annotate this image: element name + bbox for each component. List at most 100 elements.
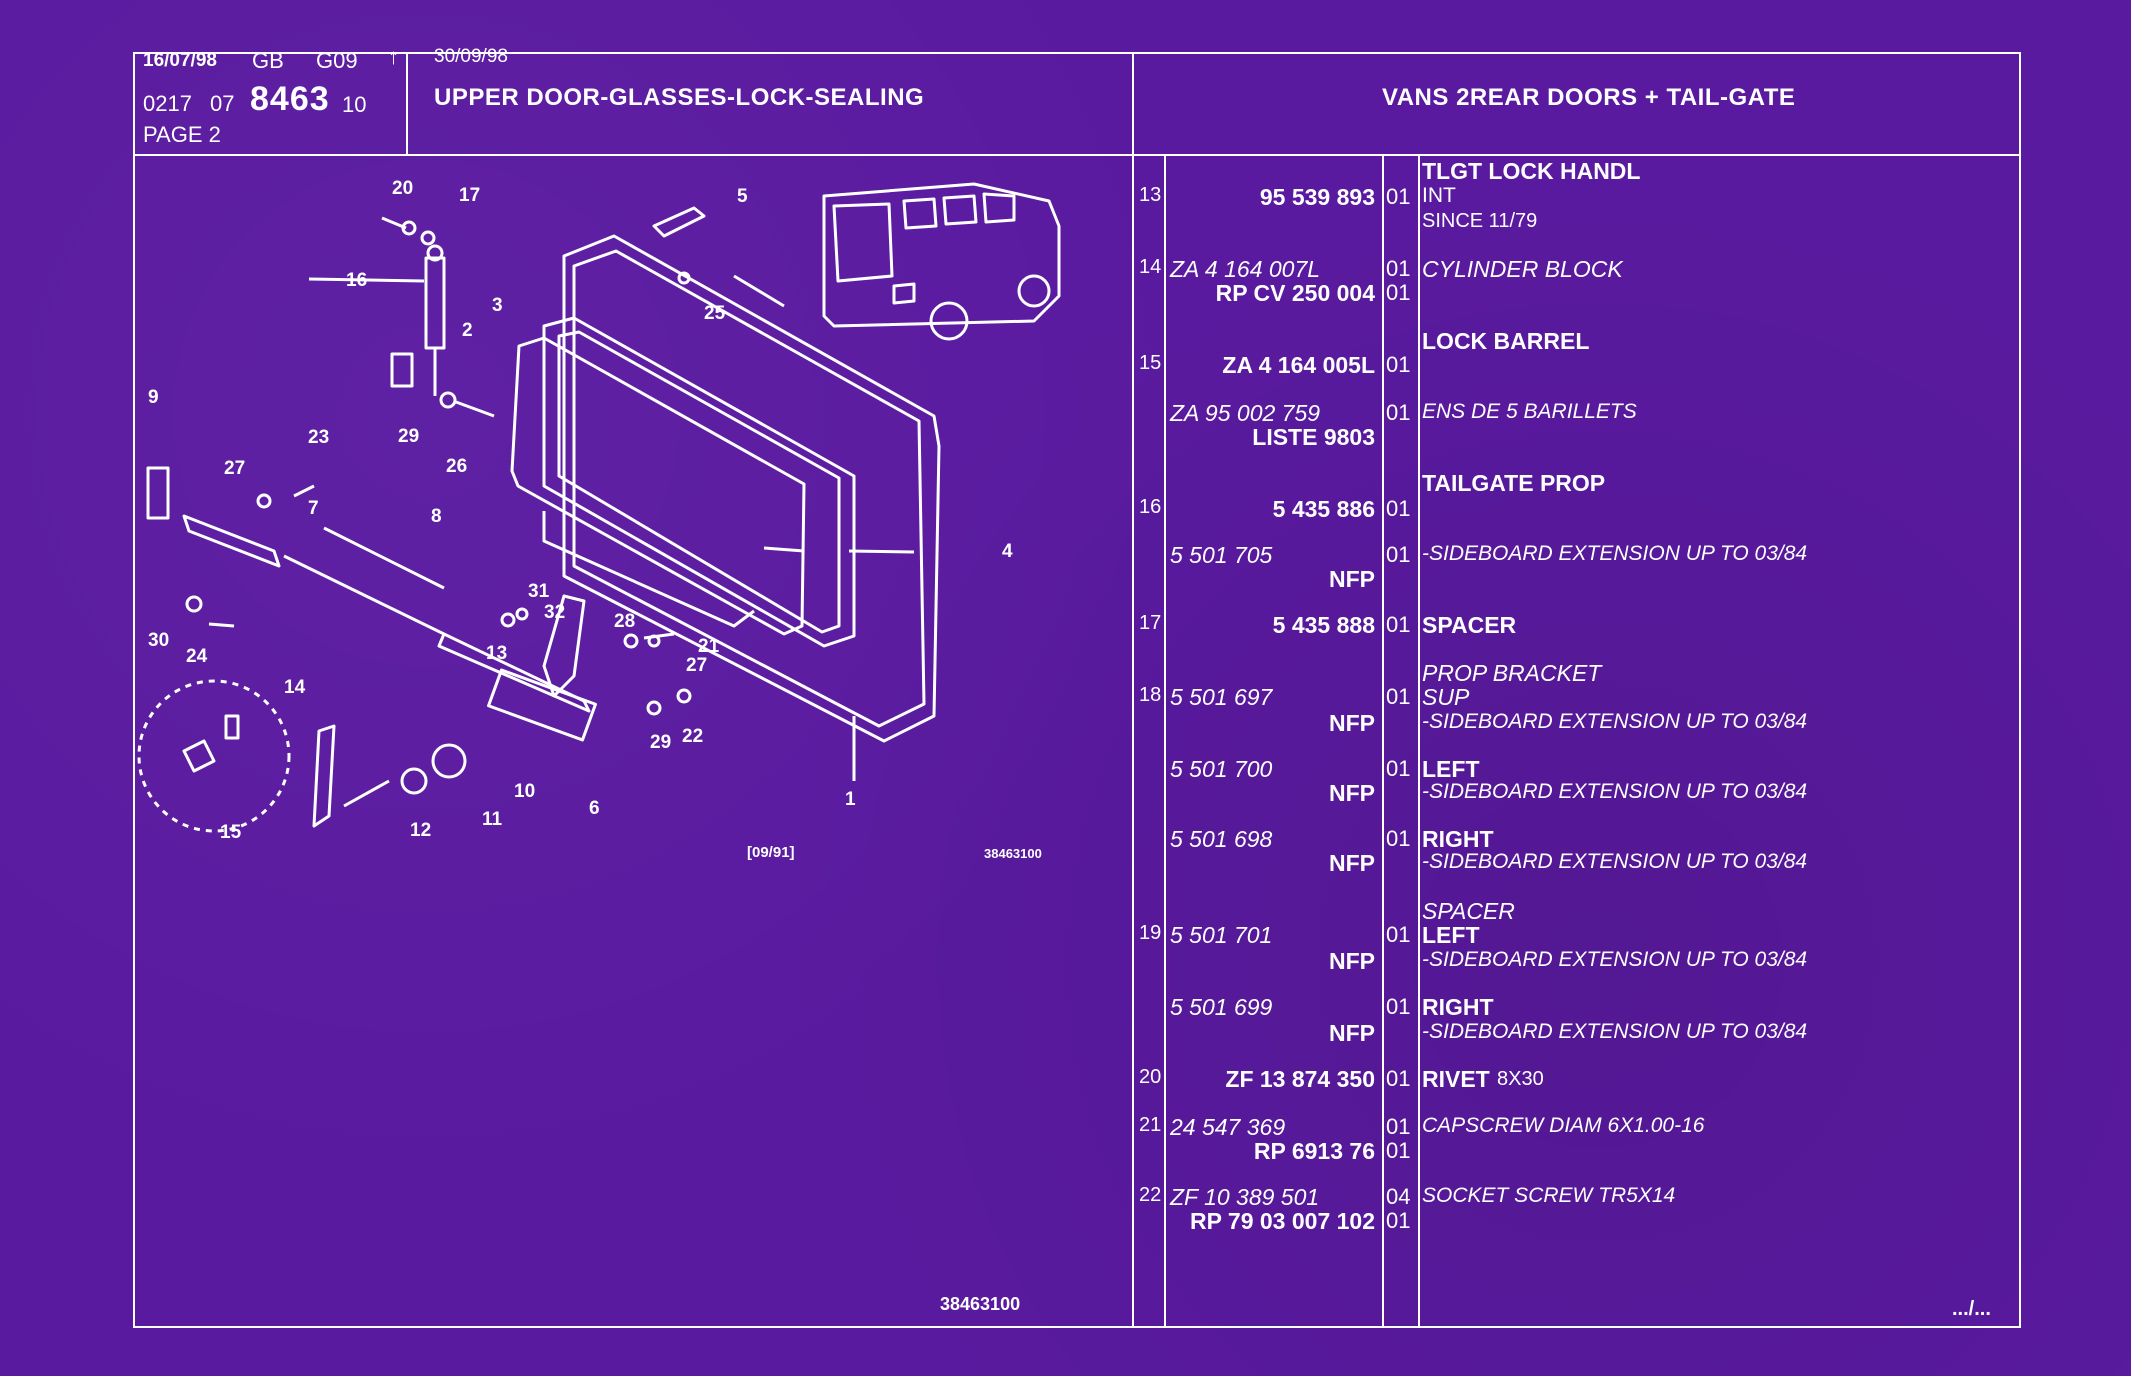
- callout-12: 12: [410, 820, 431, 841]
- diagram-ref-number: 38463100: [940, 1294, 1021, 1314]
- part-desc: -SIDEBOARD EXTENSION UP TO 03/84: [1422, 542, 1808, 565]
- part-ref-alt: NFP: [1329, 710, 1375, 736]
- part-qty: 01: [1386, 496, 1411, 521]
- handle-base-plate: [487, 668, 597, 742]
- callout-1: 1: [845, 789, 856, 810]
- callout-4: 4: [1002, 541, 1013, 562]
- part-qty: 01: [1386, 756, 1411, 781]
- group-code: G09: [316, 48, 358, 73]
- callout-32: 32: [544, 602, 565, 623]
- part-qty: 01: [1386, 184, 1411, 209]
- section-title: UPPER DOOR-GLASSES-LOCK-SEALING: [434, 84, 925, 111]
- part-qty: 01: [1386, 922, 1411, 947]
- lock-barrel-icon: [182, 739, 216, 773]
- code-a: 0217: [143, 91, 192, 116]
- callout-15: 15: [220, 822, 242, 843]
- model-title: VANS 2REAR DOORS + TAIL-GATE: [1382, 84, 1796, 111]
- exploded-parts-diagram: 20 17 16 3 2 5 25 9 23 27 29 26 7 8 4 31…: [137, 178, 1061, 843]
- part-ref-alt: RP CV 250 004: [1215, 280, 1375, 306]
- part-qty: 01: [1386, 400, 1411, 425]
- part-ref: 5 501 697: [1170, 684, 1273, 710]
- part-ref: 5 435 888: [1272, 612, 1375, 638]
- part-desc: CAPSCREW DIAM 6X1.00-16: [1422, 1114, 1705, 1137]
- part-desc-sub: -SIDEBOARD EXTENSION UP TO 03/84: [1422, 948, 1808, 971]
- part-desc: TAILGATE PROP: [1422, 470, 1606, 496]
- part-desc-note: SINCE 11/79: [1422, 210, 1538, 232]
- part-ref: ZA 4 164 007L: [1170, 256, 1321, 282]
- callout-9: 9: [148, 387, 159, 408]
- callout-27: 27: [224, 458, 245, 479]
- code-d: 10: [342, 92, 367, 117]
- part-ref-alt: NFP: [1329, 566, 1375, 592]
- callout-17: 17: [459, 185, 480, 206]
- diagram-date-stamp: [09/91]: [747, 844, 795, 861]
- part-qty: 04: [1386, 1184, 1411, 1209]
- part-qty: 01: [1386, 1066, 1411, 1091]
- main-divider: [1132, 52, 1134, 1328]
- callout-13: 13: [486, 643, 507, 664]
- continued-marker: .../...: [1952, 1298, 1991, 1320]
- part-ref: 95 539 893: [1259, 184, 1375, 210]
- callout-10: 10: [514, 781, 535, 802]
- lock-bracket: [182, 514, 281, 568]
- callout-7: 7: [308, 498, 319, 519]
- part-ref-alt: RP 6913 76: [1253, 1138, 1375, 1164]
- part-desc: RIVET: [1422, 1066, 1490, 1092]
- part-desc-sub: -SIDEBOARD EXTENSION UP TO 03/84: [1422, 1020, 1808, 1043]
- part-desc: SUP: [1422, 684, 1470, 710]
- part-desc: ENS DE 5 BARILLETS: [1422, 400, 1637, 423]
- part-ref: 5 501 701: [1170, 922, 1273, 948]
- callout-28: 28: [614, 611, 635, 632]
- sheet-number: 8463: [250, 80, 330, 118]
- item-number: 19: [1139, 922, 1162, 944]
- part-desc-sub: INT: [1422, 184, 1456, 207]
- callout-29: 29: [398, 426, 419, 447]
- part-qty: 01: [1386, 352, 1411, 377]
- callout-31: 31: [528, 581, 550, 602]
- part-qty: 01: [1386, 612, 1411, 637]
- code-b: 07: [210, 91, 235, 116]
- part-ref-alt: LISTE 9803: [1252, 424, 1375, 450]
- item-number: 22: [1139, 1184, 1162, 1206]
- part-ref: ZF 10 389 501: [1170, 1184, 1320, 1210]
- col-divider-num: [1164, 154, 1166, 1326]
- part-desc: RIGHT: [1422, 826, 1494, 852]
- callout-30: 30: [148, 630, 169, 651]
- callout-6: 6: [589, 798, 600, 819]
- callout-3: 3: [492, 295, 503, 316]
- header-underline-right: [1134, 154, 2020, 156]
- part-qty-alt: 01: [1386, 1208, 1411, 1233]
- catalog-sheet-frame: [133, 52, 2021, 1328]
- part-ref: ZA 4 164 005L: [1222, 352, 1375, 378]
- part-desc-sub: 8X30: [1497, 1068, 1544, 1090]
- print-date: 16/07/98: [143, 50, 217, 71]
- part-desc: SPACER: [1422, 898, 1515, 924]
- item-number: 21: [1139, 1114, 1162, 1136]
- part-desc: SOCKET SCREW TR5X14: [1422, 1184, 1676, 1207]
- callout-2: 2: [462, 320, 473, 341]
- callout-20: 20: [392, 178, 413, 199]
- part-desc: TLGT LOCK HANDL: [1422, 158, 1641, 184]
- part-qty: 01: [1386, 684, 1411, 709]
- part-desc: RIGHT: [1422, 994, 1494, 1020]
- callout-29b: 29: [650, 732, 671, 753]
- part-qty: 01: [1386, 256, 1411, 281]
- part-desc-sub: -SIDEBOARD EXTENSION UP TO 03/84: [1422, 850, 1808, 873]
- callout-24: 24: [186, 646, 208, 667]
- part-qty-alt: 01: [1386, 1138, 1411, 1163]
- callout-23: 23: [308, 427, 329, 448]
- part-qty: 01: [1386, 826, 1411, 851]
- part-qty-alt: 01: [1386, 280, 1411, 305]
- callout-11: 11: [482, 809, 503, 830]
- part-qty: 01: [1386, 994, 1411, 1019]
- part-qty: 01: [1386, 1114, 1411, 1139]
- part-qty: 01: [1386, 542, 1411, 567]
- part-ref: 5 501 700: [1170, 756, 1273, 782]
- van-illustration-icon: [822, 182, 1061, 341]
- part-ref: ZA 95 002 759: [1170, 400, 1321, 426]
- part-desc: LEFT: [1422, 922, 1480, 948]
- part-desc: SPACER: [1422, 612, 1517, 638]
- item-number: 13: [1139, 184, 1162, 206]
- item-number: 15: [1139, 352, 1162, 374]
- callout-27b: 27: [686, 655, 707, 676]
